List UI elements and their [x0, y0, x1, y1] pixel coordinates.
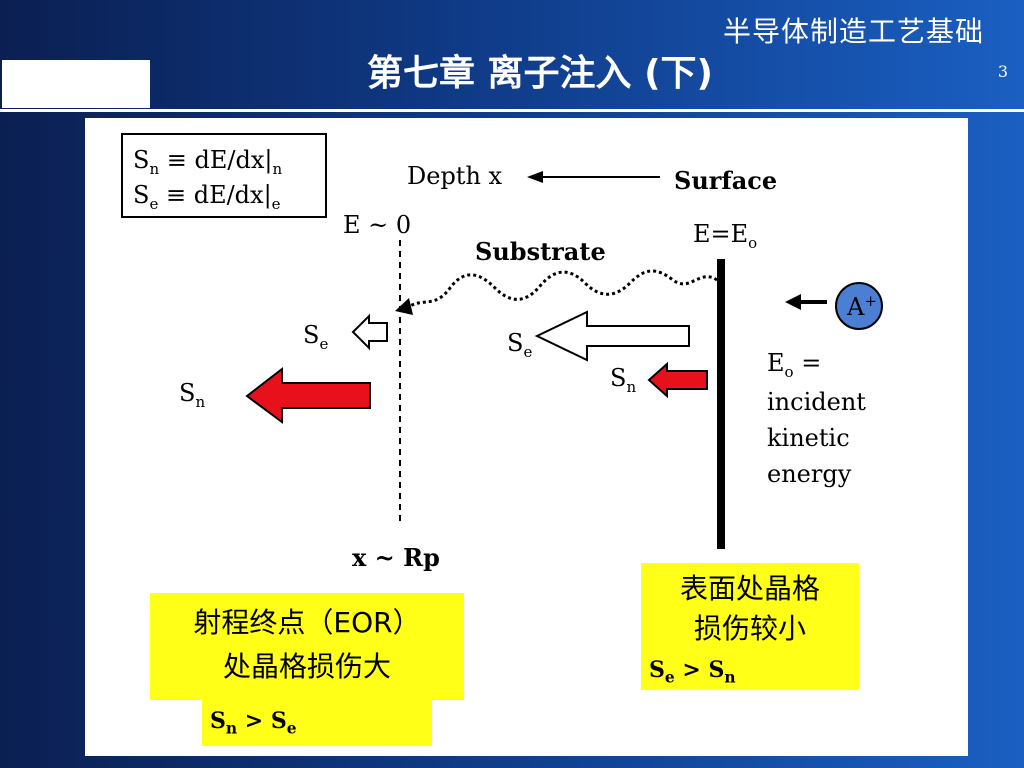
header-divider: [0, 109, 1024, 112]
eor-comparison: Sn > Se: [202, 700, 432, 746]
eor-damage-note: 射程终点（EOR） 处晶格损伤大: [150, 593, 464, 700]
ion-path: [409, 269, 718, 308]
ion-arrow-head: [785, 294, 801, 310]
course-title: 半导体制造工艺基础: [722, 15, 984, 48]
sn-arrow-surface: [647, 361, 708, 399]
eo-line-kinetic: kinetic: [767, 424, 850, 452]
diagram-canvas: Sn ≡ dE/dx|n Se ≡ dE/dx|e Depth x Surfac…: [121, 133, 883, 572]
depth-arrow-head: [527, 171, 543, 183]
surface-note-line1: 表面处晶格: [679, 572, 820, 605]
sn-label-eor: Sn: [179, 379, 205, 411]
se-arrow-surface: [534, 310, 690, 362]
eo-line-incident: incident: [767, 388, 866, 416]
e-zero-label: E ~ 0: [343, 211, 411, 239]
se-label-eor: Se: [303, 321, 328, 353]
ion-path-arrowhead: [395, 298, 413, 315]
chapter-title: 第七章 离子注入 (下): [367, 53, 713, 94]
eo-label: Eo =: [767, 349, 821, 381]
logo-placeholder: [2, 60, 150, 108]
sn-arrow-eor: [245, 366, 371, 424]
se-arrow-eor: [351, 313, 388, 351]
definition-se: Se ≡ dE/dx|e: [133, 181, 281, 213]
substrate-label: Substrate: [475, 237, 606, 266]
surface-note-line2: 损伤较小: [693, 612, 806, 645]
sn-label-surface: Sn: [610, 364, 636, 396]
ion-label: A+: [846, 292, 877, 321]
definition-sn: Sn ≡ dE/dx|n: [133, 146, 282, 178]
eo-line-energy: energy: [767, 460, 852, 488]
definitions-box: [121, 133, 327, 218]
se-label-surface: Se: [507, 329, 532, 361]
surface-line: [717, 259, 725, 549]
surface-damage-note: 表面处晶格 损伤较小: [641, 563, 859, 655]
surface-label: Surface: [674, 166, 777, 195]
ion-circle: [835, 282, 883, 330]
eor-note-line1: 射程终点（EOR）: [193, 606, 421, 639]
rp-label: x ~ Rp: [352, 543, 440, 572]
eor-note-line2: 处晶格损伤大: [222, 650, 391, 683]
page-number: 3: [997, 62, 1008, 81]
e-initial-label: E=Eo: [693, 220, 757, 252]
depth-label: Depth x: [407, 162, 503, 190]
surface-comparison: Se > Sn: [641, 655, 859, 690]
